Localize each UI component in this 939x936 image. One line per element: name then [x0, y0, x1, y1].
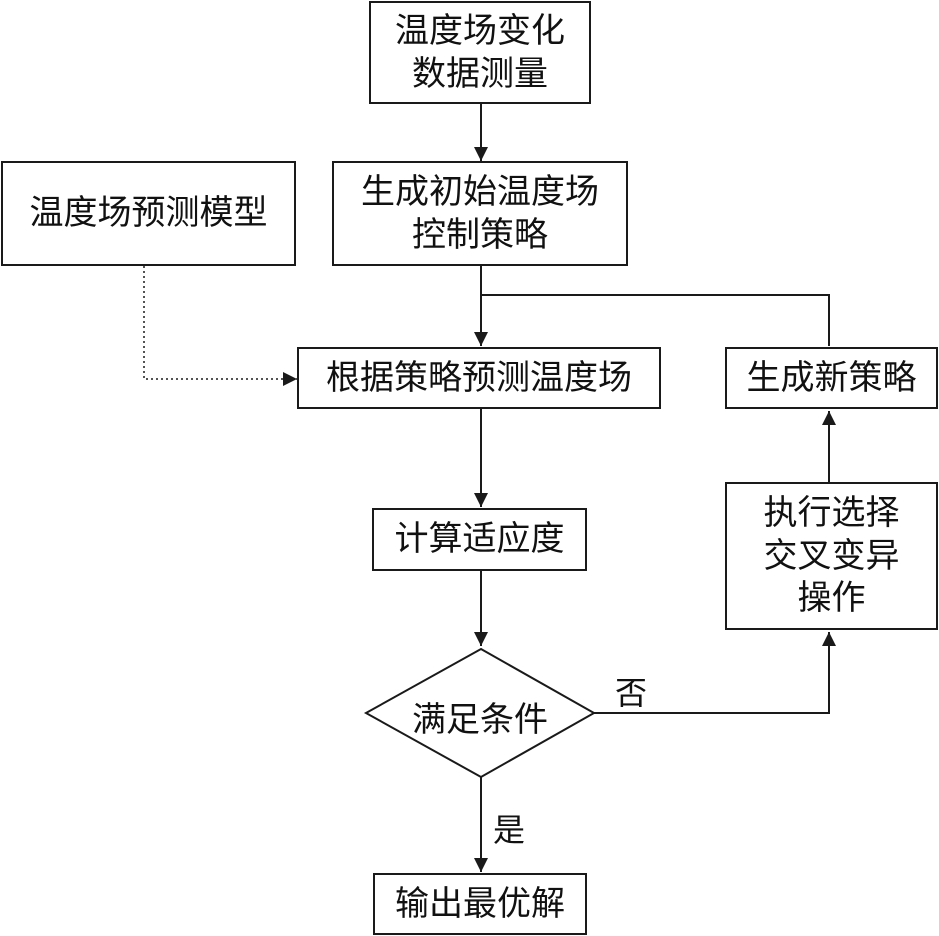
- init-strategy-box: 生成初始温度场 控制策略: [332, 161, 628, 266]
- genetic-ops-line-2: 交叉变异: [763, 535, 900, 576]
- new-strategy-box: 生成新策略: [725, 347, 938, 409]
- init-strategy-line-2: 控制策略: [412, 214, 548, 255]
- fitness-line-1: 计算适应度: [394, 519, 565, 560]
- edge-new-strategy-to-predict: [481, 294, 830, 346]
- genetic-ops-box: 执行选择 交叉变异 操作: [725, 482, 938, 630]
- model-box: 温度场预测模型: [1, 161, 296, 266]
- predict-line-1: 根据策略预测温度场: [326, 357, 632, 398]
- edge-model-to-predict: [143, 266, 297, 386]
- edge-label-no: 否: [615, 674, 648, 712]
- genetic-ops-line-1: 执行选择: [763, 493, 900, 534]
- measure-box: 温度场变化 数据测量: [369, 1, 591, 104]
- measure-line-1: 温度场变化: [395, 11, 565, 51]
- fitness-box: 计算适应度: [372, 508, 587, 571]
- predict-box: 根据策略预测温度场: [297, 347, 661, 409]
- condition-label: 满足条件: [412, 700, 548, 740]
- edge-label-yes: 是: [493, 811, 526, 849]
- output-line-1: 输出最优解: [395, 883, 565, 924]
- measure-line-2: 数据测量: [412, 53, 548, 94]
- model-line-1: 温度场预测模型: [29, 193, 268, 234]
- new-strategy-line-1: 生成新策略: [746, 357, 917, 398]
- init-strategy-line-1: 生成初始温度场: [361, 172, 599, 212]
- edge-condition-no-to-genetic: [594, 632, 836, 714]
- genetic-ops-line-3: 操作: [797, 578, 866, 619]
- output-box: 输出最优解: [373, 873, 587, 935]
